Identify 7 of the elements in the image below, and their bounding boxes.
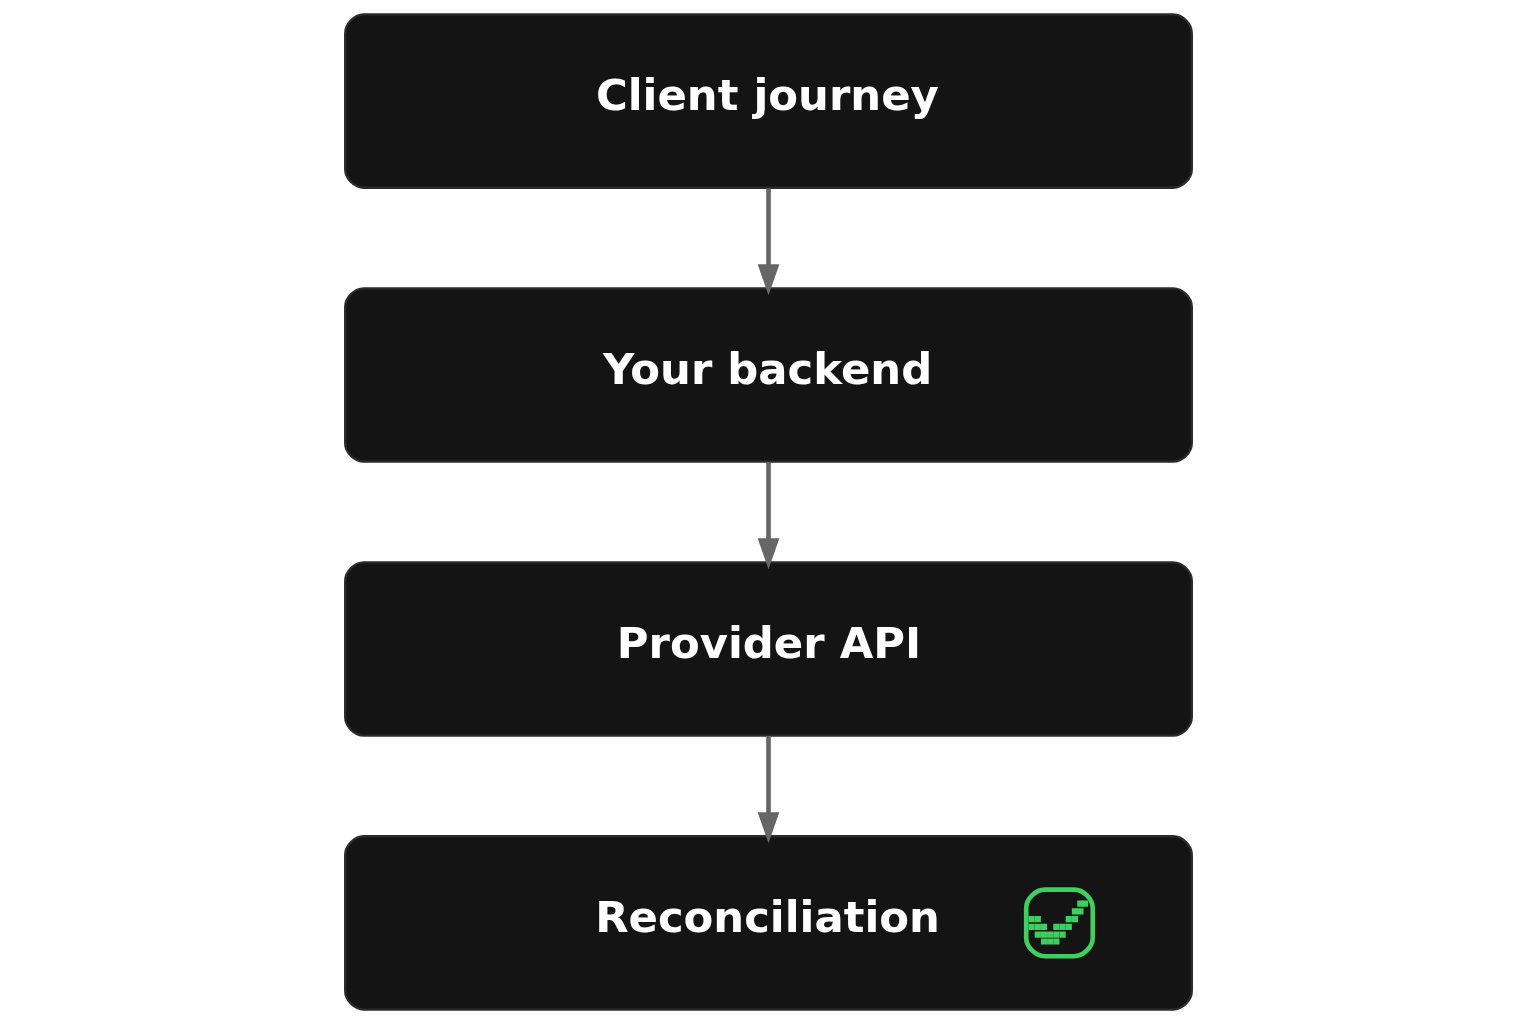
arrow [757, 736, 779, 844]
arrow [757, 462, 779, 570]
node-box: Reconciliation [343, 835, 1193, 1011]
arrow [757, 188, 779, 296]
node-box: Provider API [343, 561, 1193, 737]
node-box: Your backend [343, 287, 1193, 463]
node-box: Client journey [343, 13, 1193, 189]
